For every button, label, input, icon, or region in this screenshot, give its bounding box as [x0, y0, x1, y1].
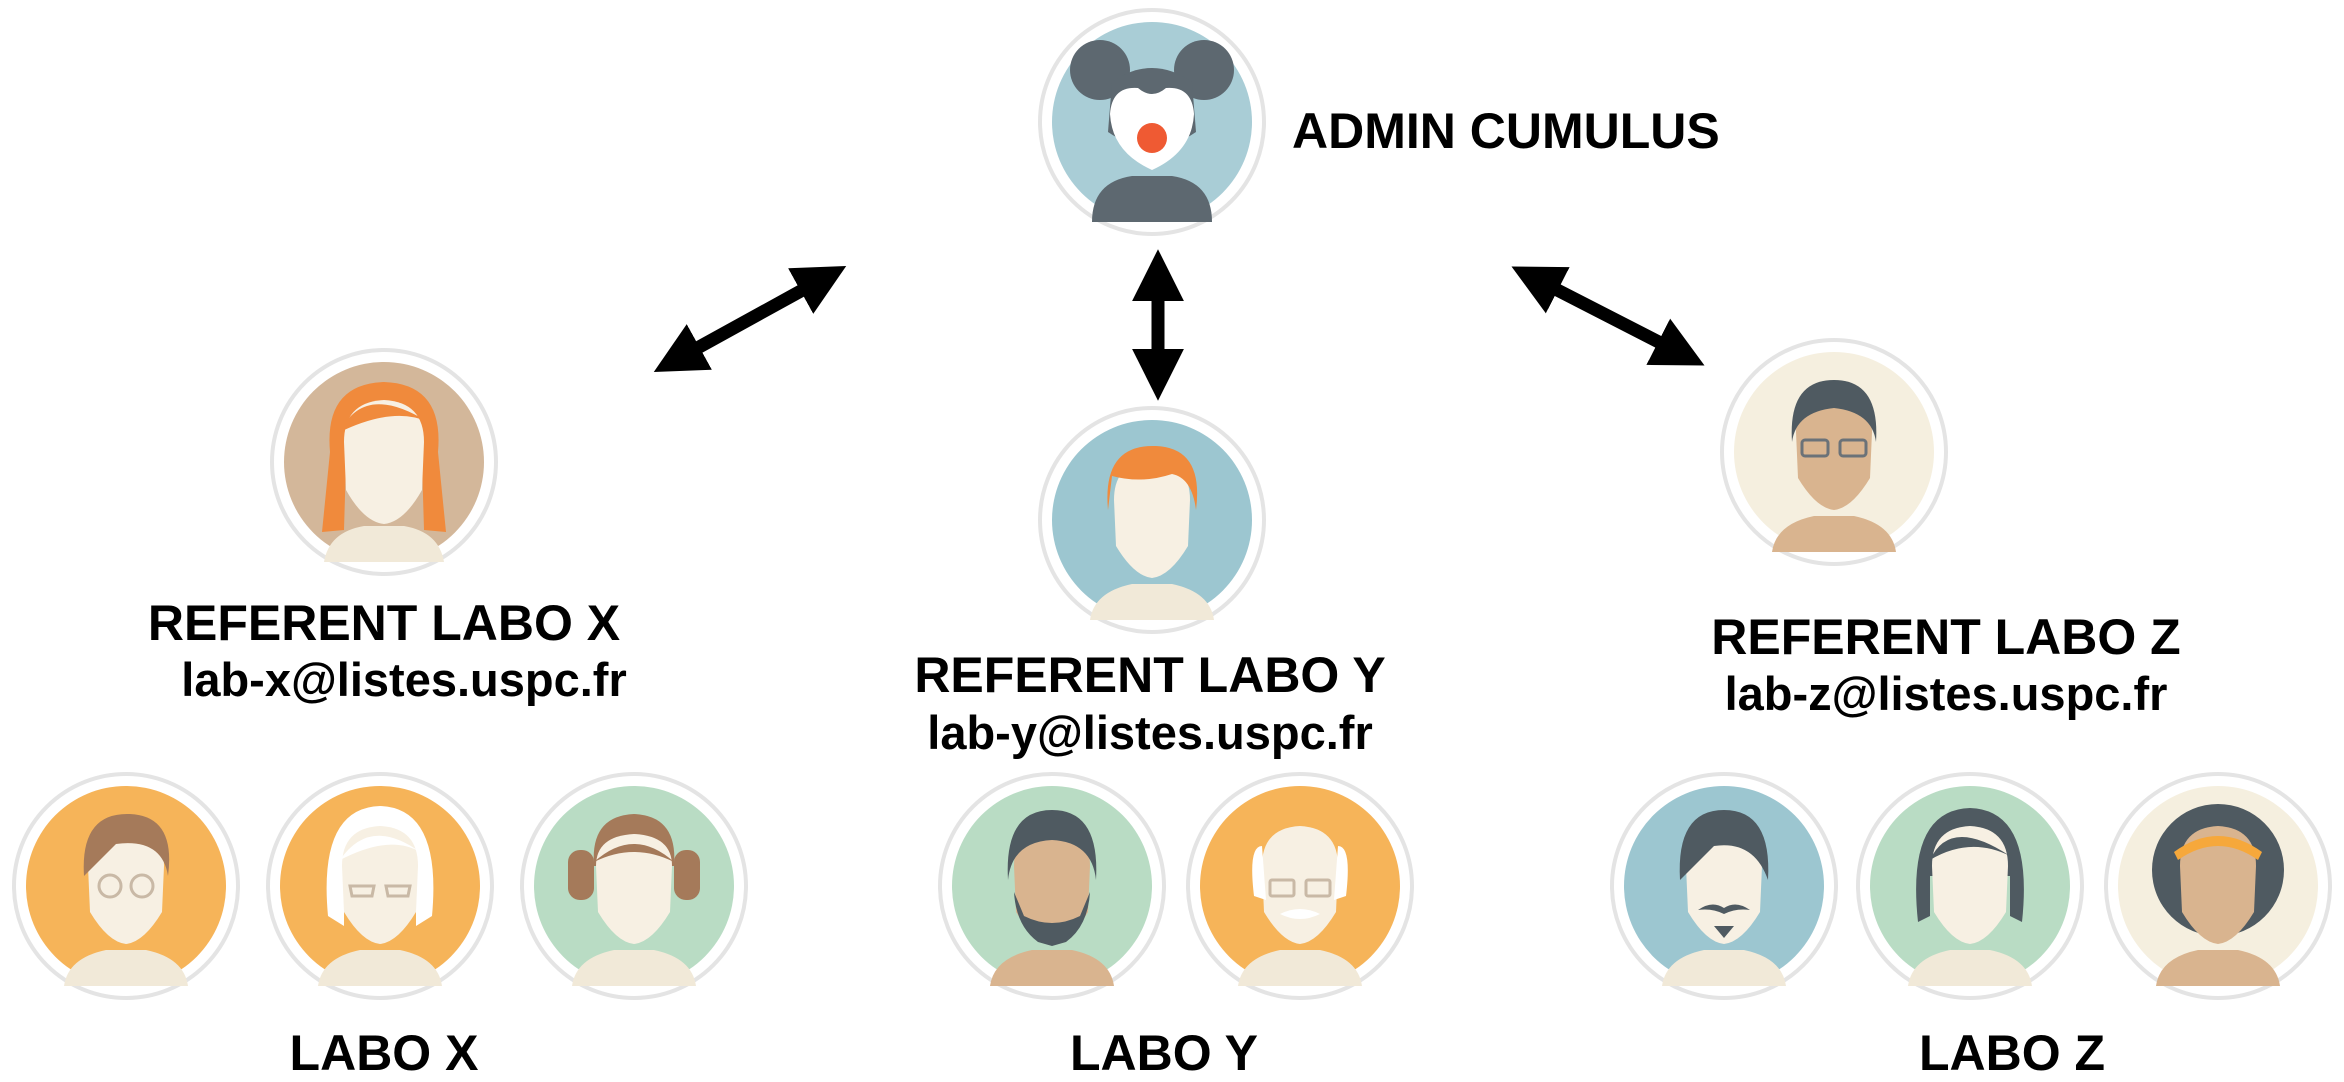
- admin-avatar: [1038, 8, 1266, 236]
- labo-z-member-2-avatar: [1856, 772, 2084, 1000]
- referent-z-title: REFERENT LABO Z: [1711, 609, 2181, 665]
- referent-y-email: lab-y@listes.uspc.fr: [927, 706, 1373, 759]
- referent-x-title: REFERENT LABO X: [147, 595, 621, 651]
- referent-y-title: REFERENT LABO Y: [914, 647, 1386, 703]
- labo-x-member-1-avatar: [12, 772, 240, 1000]
- labo-z-label: LABO Z: [1918, 1025, 2106, 1081]
- labo-x-member-2-avatar: [266, 772, 494, 1000]
- labo-z-member-3-avatar: [2104, 772, 2332, 1000]
- referent-x-email: lab-x@listes.uspc.fr: [181, 653, 627, 706]
- labo-x-label: LABO X: [289, 1025, 479, 1081]
- labo-x-member-3-avatar: [520, 772, 748, 1000]
- referent-z-email: lab-z@listes.uspc.fr: [1724, 667, 2168, 720]
- referent-x-avatar: [270, 348, 498, 576]
- referent-y-avatar: [1038, 406, 1266, 634]
- labo-y-member-1-avatar: [938, 772, 1166, 1000]
- admin-title: ADMIN CUMULUS: [1292, 103, 1720, 159]
- arrow-admin-referent-z: [1511, 266, 1705, 366]
- labo-y-label: LABO Y: [1070, 1025, 1258, 1081]
- labo-y-member-2-avatar: [1186, 772, 1414, 1000]
- arrow-admin-referent-x: [653, 265, 847, 373]
- labo-z-member-1-avatar: [1610, 772, 1838, 1000]
- referent-z-avatar: [1720, 338, 1948, 566]
